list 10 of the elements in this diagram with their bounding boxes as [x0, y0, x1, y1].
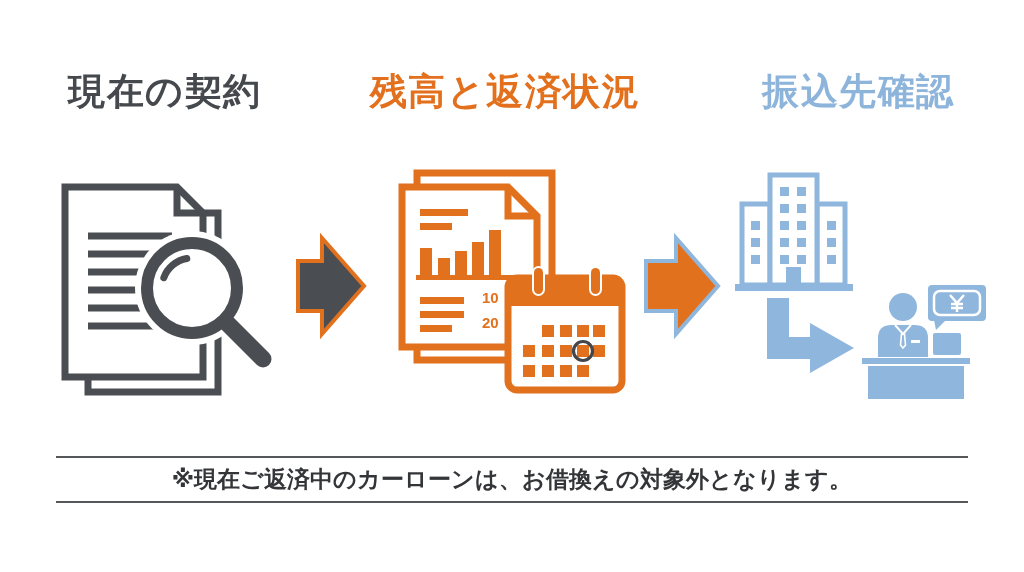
- block-arrow: [767, 298, 854, 373]
- block-arrow: [296, 232, 367, 340]
- document-number: 20: [482, 314, 499, 332]
- step-heading: 振込先確認: [762, 70, 955, 114]
- office-building-icon: [733, 170, 855, 294]
- step-heading: 現在の契約: [68, 70, 262, 114]
- block-arrow: [644, 232, 721, 340]
- document-number: 10: [482, 289, 499, 307]
- footnote: ※現在ご返済中のカーローンは、お借換えの対象外となります。: [171, 465, 853, 494]
- step-heading: 残高と返済状況: [369, 70, 641, 114]
